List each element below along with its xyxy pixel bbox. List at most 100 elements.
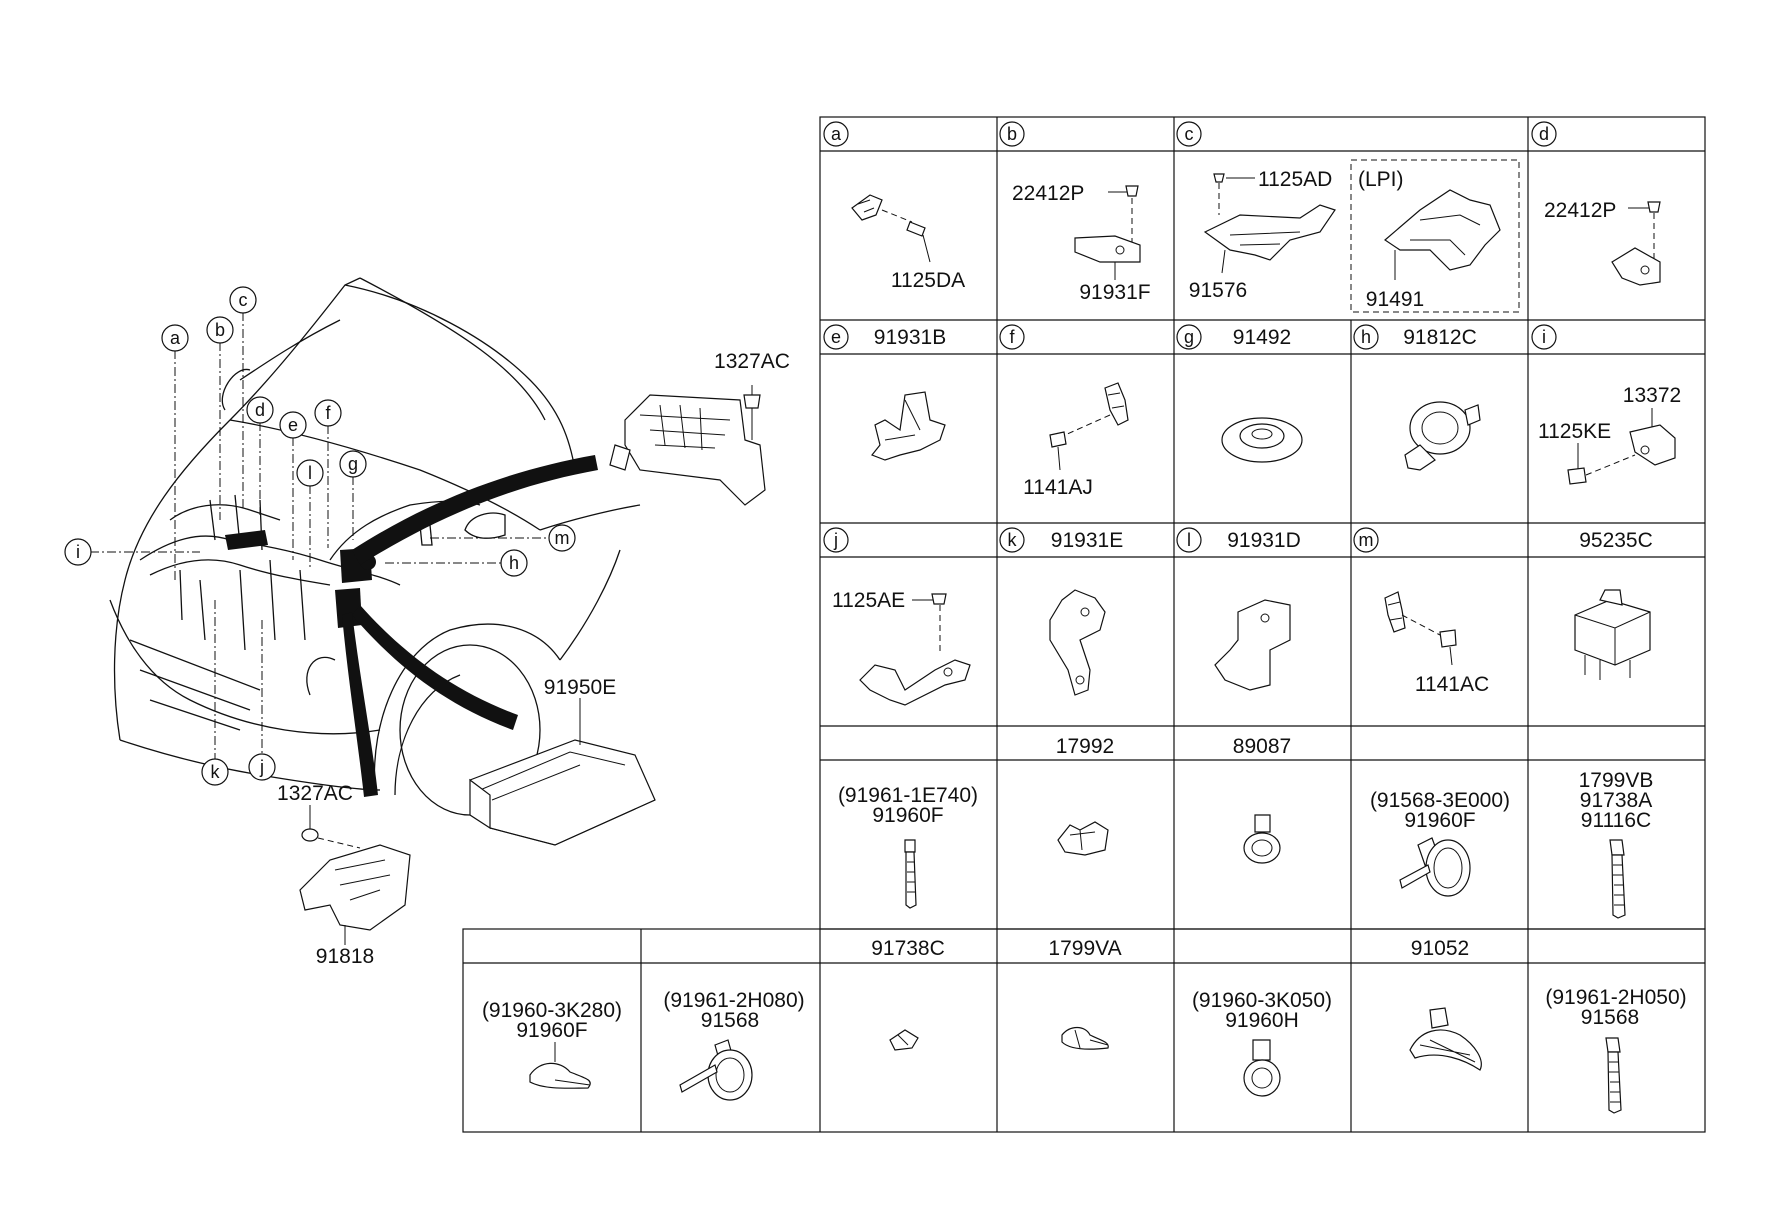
cell-r5-3: 1799VA bbox=[1048, 937, 1122, 1050]
cell-a: a 1125DA bbox=[823, 121, 965, 292]
cell-d: d 22412P bbox=[1531, 121, 1661, 286]
callout-b: b bbox=[206, 316, 234, 520]
callout-h: h bbox=[385, 549, 528, 577]
svg-text:17992: 17992 bbox=[1056, 735, 1114, 758]
callout-j: j bbox=[248, 620, 276, 781]
svg-text:c: c bbox=[239, 290, 248, 310]
callout-d: d bbox=[246, 396, 274, 515]
svg-text:22412P: 22412P bbox=[1544, 199, 1616, 222]
cell-f: f 1141AJ bbox=[999, 324, 1129, 499]
svg-text:91568: 91568 bbox=[701, 1009, 759, 1032]
cell-b: b 22412P 91931F bbox=[999, 121, 1151, 304]
svg-text:1141AJ: 1141AJ bbox=[1023, 476, 1093, 499]
cell-r5-6: (91961-2H050) 91568 bbox=[1545, 986, 1687, 1114]
svg-text:91738C: 91738C bbox=[871, 937, 945, 960]
bracket-assembly: 1327AC 91818 bbox=[277, 782, 411, 968]
svg-text:1125KE: 1125KE bbox=[1538, 420, 1611, 443]
svg-text:f: f bbox=[1009, 327, 1015, 347]
svg-text:91568: 91568 bbox=[1581, 1006, 1639, 1029]
svg-text:c: c bbox=[1185, 124, 1194, 144]
bracket-nut-label: 1327AC bbox=[277, 782, 353, 805]
callout-g: g bbox=[339, 450, 367, 540]
svg-text:e: e bbox=[288, 415, 298, 435]
svg-text:e: e bbox=[831, 327, 841, 347]
callout-c: c bbox=[229, 286, 257, 510]
svg-text:d: d bbox=[255, 400, 265, 420]
cell-g: g 91492 bbox=[1176, 324, 1303, 463]
svg-text:91052: 91052 bbox=[1411, 937, 1469, 960]
svg-text:22412P: 22412P bbox=[1012, 182, 1084, 205]
cell-j: j 1125AE bbox=[823, 527, 971, 706]
svg-text:h: h bbox=[1361, 327, 1371, 347]
svg-text:(91960-3K280): (91960-3K280) bbox=[482, 999, 622, 1022]
cell-n: 95235C bbox=[1574, 529, 1653, 680]
cell-r5-4: (91960-3K050) 91960H bbox=[1192, 989, 1332, 1097]
cell-l: l 91931D bbox=[1176, 527, 1301, 691]
svg-text:95235C: 95235C bbox=[1579, 529, 1653, 552]
svg-text:(91961-2H080): (91961-2H080) bbox=[663, 989, 804, 1012]
svg-text:g: g bbox=[348, 454, 358, 474]
cell-k: k 91931E bbox=[999, 527, 1123, 696]
svg-text:j: j bbox=[259, 757, 264, 777]
bracket-label: 91818 bbox=[316, 945, 374, 968]
svg-text:b: b bbox=[1007, 124, 1017, 144]
callout-k: k bbox=[201, 600, 229, 786]
svg-text:i: i bbox=[76, 542, 80, 562]
svg-text:91576: 91576 bbox=[1189, 279, 1247, 302]
svg-text:a: a bbox=[170, 328, 181, 348]
svg-text:91116C: 91116C bbox=[1581, 809, 1651, 832]
svg-text:(LPI): (LPI) bbox=[1358, 168, 1404, 191]
callout-f: f bbox=[314, 399, 342, 548]
svg-text:91931B: 91931B bbox=[874, 326, 946, 349]
parts-grid: a 1125DA b 22412P 91931F c 1125AD bbox=[462, 116, 1706, 1133]
svg-text:m: m bbox=[555, 528, 570, 548]
svg-text:91931E: 91931E bbox=[1051, 529, 1123, 552]
svg-text:13372: 13372 bbox=[1623, 384, 1681, 407]
svg-text:91931D: 91931D bbox=[1227, 529, 1301, 552]
svg-text:91812C: 91812C bbox=[1403, 326, 1477, 349]
svg-text:f: f bbox=[325, 403, 331, 423]
svg-text:a: a bbox=[831, 124, 842, 144]
svg-text:1799VA: 1799VA bbox=[1048, 937, 1121, 960]
cell-r4-5: 1799VB 91738A 91116C bbox=[1579, 769, 1654, 919]
svg-text:89087: 89087 bbox=[1233, 735, 1291, 758]
svg-text:1799VB: 1799VB bbox=[1579, 769, 1654, 792]
vehicle-overview: a b c d e f g bbox=[64, 277, 790, 968]
svg-text:h: h bbox=[509, 553, 519, 573]
svg-text:g: g bbox=[1184, 327, 1194, 347]
svg-text:k: k bbox=[211, 762, 221, 782]
cell-h: h 91812C bbox=[1353, 324, 1481, 471]
svg-text:j: j bbox=[833, 530, 838, 550]
cell-c: c 1125AD 91576 (LPI) 91491 bbox=[1176, 121, 1520, 313]
svg-text:m: m bbox=[1359, 530, 1374, 550]
svg-text:k: k bbox=[1008, 530, 1018, 550]
relay-box: 1327AC bbox=[609, 350, 790, 506]
cell-r5-1: (91961-2H080) 91568 bbox=[663, 989, 805, 1101]
svg-text:d: d bbox=[1539, 124, 1549, 144]
svg-text:1141AC: 1141AC bbox=[1415, 673, 1489, 696]
cell-r5-2: 91738C bbox=[871, 937, 945, 1051]
svg-text:b: b bbox=[215, 320, 225, 340]
svg-text:91738A: 91738A bbox=[1580, 789, 1652, 812]
callout-i: i bbox=[64, 538, 200, 566]
callout-a: a bbox=[161, 324, 189, 580]
svg-text:(91960-3K050): (91960-3K050) bbox=[1192, 989, 1332, 1012]
cell-r4-2: 17992 bbox=[1056, 735, 1114, 856]
svg-text:(91961-1E740): (91961-1E740) bbox=[838, 784, 978, 807]
fuse-box: 91950E bbox=[469, 676, 656, 846]
svg-text:l: l bbox=[1187, 530, 1191, 550]
svg-text:91931F: 91931F bbox=[1079, 281, 1150, 304]
svg-text:91492: 91492 bbox=[1233, 326, 1291, 349]
cell-m: m 1141AC bbox=[1353, 527, 1489, 696]
svg-text:91960F: 91960F bbox=[1404, 809, 1475, 832]
svg-text:1125AD: 1125AD bbox=[1258, 168, 1332, 191]
svg-text:i: i bbox=[1542, 327, 1546, 347]
cell-r4-3: 89087 bbox=[1233, 735, 1291, 864]
cell-r4-1: (91961-1E740) 91960F bbox=[838, 784, 978, 909]
cell-r5-5: 91052 bbox=[1409, 937, 1482, 1071]
callout-m: m bbox=[430, 524, 576, 552]
fuse-box-label: 91950E bbox=[544, 676, 616, 699]
svg-text:91960F: 91960F bbox=[872, 804, 943, 827]
cell-r4-4: (91568-3E000) 91960F bbox=[1370, 789, 1510, 897]
